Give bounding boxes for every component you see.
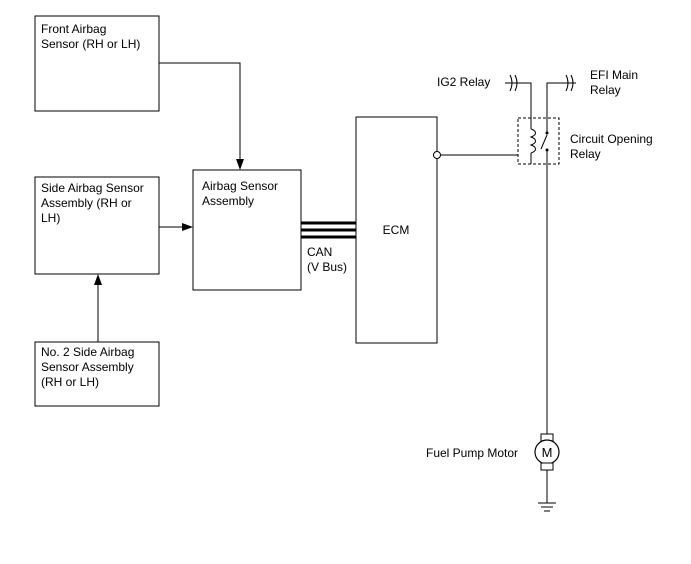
- airbag-sensor-assembly-box: [192, 169, 302, 291]
- fuel-pump-motor-label: Fuel Pump Motor: [426, 446, 518, 460]
- no2-side-airbag-sensor-box: [34, 341, 160, 407]
- ecm-terminal: [433, 151, 441, 159]
- no2-side-airbag-sensor-label: No. 2 Side Airbag Sensor Assembly (RH or…: [41, 345, 138, 389]
- fuel-pump-motor-icon: M: [534, 433, 560, 471]
- circuit-opening-relay: [517, 117, 560, 165]
- ecm-label: ECM: [383, 223, 410, 237]
- no2-sensor-to-side-sensor-wire: [94, 274, 102, 342]
- ecm-box: [355, 116, 438, 344]
- side-airbag-sensor-label: Side Airbag Sensor Assembly (RH or LH): [41, 181, 147, 225]
- front-sensor-to-assembly-wire: [159, 62, 244, 170]
- motor-symbol: M: [542, 445, 553, 460]
- front-airbag-sensor-box: [34, 15, 160, 112]
- can-bus-label: CAN (V Bus): [307, 245, 347, 274]
- efi-main-relay-label: EFI Main Relay: [590, 68, 641, 97]
- airbag-sensor-assembly-label: Airbag Sensor Assembly: [202, 179, 281, 208]
- side-sensor-to-assembly-wire: [159, 223, 193, 231]
- can-bus-lines: [301, 221, 356, 239]
- front-airbag-sensor-label: Front Airbag Sensor (RH or LH): [41, 22, 140, 51]
- ground-icon: [538, 502, 556, 512]
- ig2-relay-feed: [505, 74, 532, 120]
- efi-main-relay-feed: [546, 74, 576, 120]
- side-airbag-sensor-box: [34, 176, 160, 275]
- circuit-opening-relay-label: Circuit Opening Relay: [570, 132, 656, 161]
- ig2-relay-label: IG2 Relay: [437, 75, 490, 89]
